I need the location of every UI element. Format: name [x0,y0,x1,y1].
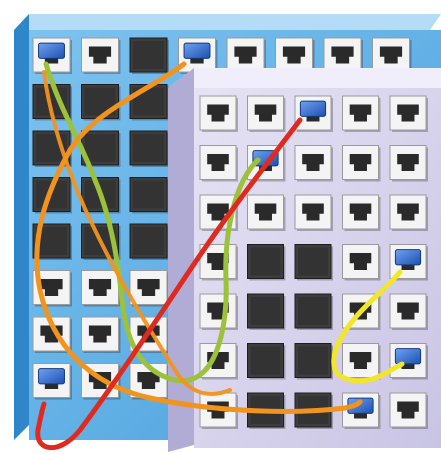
rj45-port[interactable] [82,271,121,307]
blank-slot [130,178,169,214]
rj45-port-with-plug[interactable] [390,344,428,380]
rj45-port[interactable] [343,344,381,380]
rj45-port-with-plug[interactable] [343,393,381,429]
rj45-plug-icon[interactable] [39,43,65,58]
rj45-plug-icon[interactable] [300,101,325,116]
rj45-plug-icon[interactable] [395,349,420,364]
back-panel-left-side [14,14,29,440]
rj45-port[interactable] [82,317,121,353]
rj45-plug-icon[interactable] [39,369,65,384]
blank-slot [130,85,169,121]
rj45-port-with-plug[interactable] [33,364,72,400]
rj45-port[interactable] [200,294,238,330]
rj45-port[interactable] [343,195,381,231]
rj45-port[interactable] [82,38,121,74]
blank-slot [248,294,286,330]
rj45-plug-icon[interactable] [395,250,420,265]
rj45-port[interactable] [200,146,238,182]
rj45-port[interactable] [248,96,286,132]
blank-slot [295,344,333,380]
rj45-port[interactable] [343,96,381,132]
rj45-port[interactable] [343,245,381,281]
blank-slot [130,224,169,260]
front-panel-left-side [168,68,194,452]
rj45-port[interactable] [390,96,428,132]
blank-slot [295,245,333,281]
rj45-plug-icon[interactable] [184,43,210,58]
rj45-port[interactable] [390,294,428,330]
rj45-port-with-plug[interactable] [33,38,72,74]
rj45-port[interactable] [295,195,333,231]
rj45-port[interactable] [295,146,333,182]
back-panel-top-bevel [14,14,441,30]
blank-slot [130,131,169,167]
front-panel-top-bevel [168,68,441,88]
blank-slot [248,245,286,281]
front-panel-ports [200,96,428,429]
rj45-port-with-plug[interactable] [295,96,333,132]
rj45-port[interactable] [248,195,286,231]
rj45-port[interactable] [390,393,428,429]
rj45-port[interactable] [343,146,381,182]
rj45-port[interactable] [130,271,169,307]
rj45-port[interactable] [390,195,428,231]
rj45-port[interactable] [200,96,238,132]
blank-slot [130,38,169,74]
rj45-port[interactable] [390,146,428,182]
blank-slot [248,344,286,380]
blank-slot [295,294,333,330]
